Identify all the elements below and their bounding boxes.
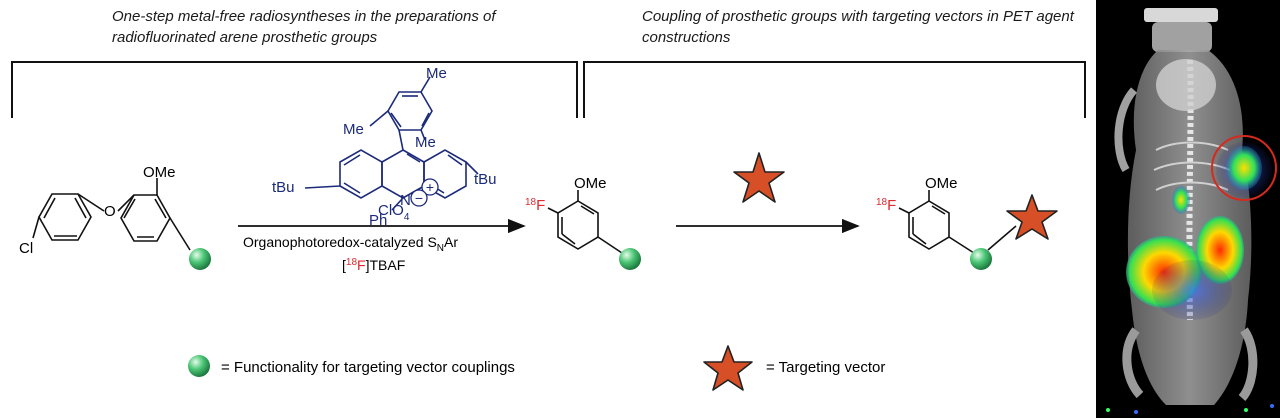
bracket-right: [583, 61, 1086, 118]
anion-charge-sign: −: [415, 190, 423, 206]
product-molecule: [547, 190, 623, 254]
cation-charge-sign: +: [426, 179, 434, 195]
cation-charge-circle: [421, 178, 439, 196]
catalyst-me-top: Me: [426, 65, 447, 82]
caption-right: Coupling of prosthetic groups with targe…: [642, 8, 1074, 46]
legend-sphere-text: = Functionality for targeting vector cou…: [221, 359, 515, 376]
reaction-scheme: O OMe Cl Me Me Me tBu tBu N + Ph ClO4: [11, 61, 1086, 391]
catalyst-phenyl: Ph: [369, 212, 387, 229]
caption-left: One-step metal-free radiosyntheses in th…: [112, 8, 496, 46]
catalyst-nitrogen: N: [400, 192, 411, 209]
bracket-left: [11, 61, 578, 118]
conjugate-molecule: [898, 190, 1017, 254]
catalyst-molecule: [304, 76, 479, 211]
condition-line-2: [18F]TBAF: [342, 257, 405, 273]
legend-sphere: [188, 355, 210, 377]
substrate-functional-sphere: [189, 248, 211, 270]
substrate-molecule: [32, 178, 191, 251]
catalyst-me-right: Me: [415, 134, 436, 151]
pet-ct-mouse-image: [1096, 0, 1280, 418]
substrate-chlorine: Cl: [19, 240, 33, 257]
reagent-targeting-vector-star: [733, 152, 785, 203]
catalyst-me-left: Me: [343, 121, 364, 138]
product-functional-sphere: [619, 248, 641, 270]
substrate-oxygen: O: [104, 203, 116, 220]
tumor-highlight-circle: [1211, 135, 1277, 201]
conjugate-functional-sphere: [970, 248, 992, 270]
legend-star: [703, 345, 753, 391]
catalyst-tbu-right: tBu: [474, 171, 497, 188]
conjugate-methoxy: OMe: [925, 175, 958, 192]
conjugate-targeting-vector-star: [1006, 194, 1058, 240]
catalyst-tbu-left: tBu: [272, 179, 295, 196]
product-fluorine: 18F: [525, 197, 545, 214]
legend-star-text: = Targeting vector: [766, 359, 885, 376]
product-methoxy: OMe: [574, 175, 607, 192]
anion-charge-circle: [410, 189, 428, 207]
catalyst-perchlorate: ClO4: [378, 202, 410, 223]
substrate-methoxy: OMe: [143, 164, 176, 181]
condition-line-1: Organophotoredox-catalyzed SNAr: [243, 234, 458, 254]
conjugate-fluorine: 18F: [876, 197, 896, 214]
